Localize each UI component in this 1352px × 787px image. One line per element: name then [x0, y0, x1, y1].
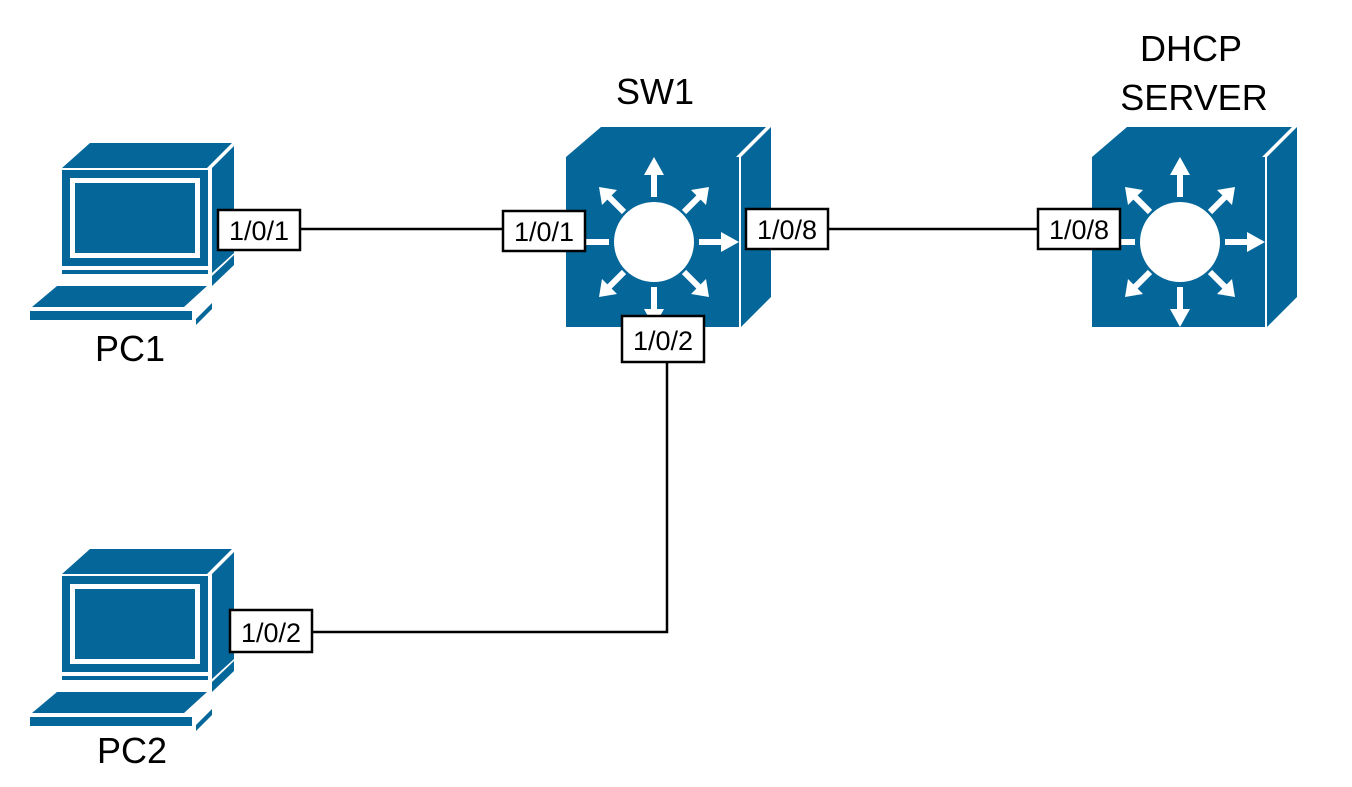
port-label-pc1: 1/0/1: [216, 208, 302, 252]
layer3-switch-icon: [1092, 127, 1297, 327]
port-label-text: 1/0/8: [1049, 215, 1109, 245]
port-label-text: 1/0/1: [229, 216, 289, 246]
port-label-text: 1/0/2: [633, 326, 693, 356]
sw1-node[interactable]: SW1: [566, 71, 771, 327]
port-label-sw1-pc1: 1/0/1: [501, 209, 587, 253]
port-label-dhcp: 1/0/8: [1036, 207, 1122, 251]
port-label-text: 1/0/8: [757, 215, 817, 245]
pc2-node[interactable]: PC2: [30, 549, 234, 771]
workstation-icon: [30, 143, 234, 325]
sw1-label: SW1: [616, 71, 694, 112]
workstation-icon: [30, 549, 234, 731]
layer3-switch-icon: [566, 127, 771, 327]
link-pc2-sw1: [312, 362, 669, 634]
port-label-pc2: 1/0/2: [228, 608, 314, 654]
port-label-text: 1/0/1: [514, 217, 574, 247]
pc1-node[interactable]: PC1: [30, 143, 234, 369]
dhcp-server-node[interactable]: DHCP SERVER: [1092, 28, 1297, 327]
port-label-text: 1/0/2: [241, 618, 301, 648]
port-label-sw1-dhcp: 1/0/8: [744, 207, 830, 251]
pc1-label: PC1: [95, 328, 165, 369]
port-label-sw1-pc2: 1/0/2: [620, 314, 706, 364]
dhcp-server-label-line1: DHCP: [1140, 28, 1242, 69]
dhcp-server-label-line2: SERVER: [1120, 77, 1267, 118]
pc2-label: PC2: [97, 730, 167, 771]
